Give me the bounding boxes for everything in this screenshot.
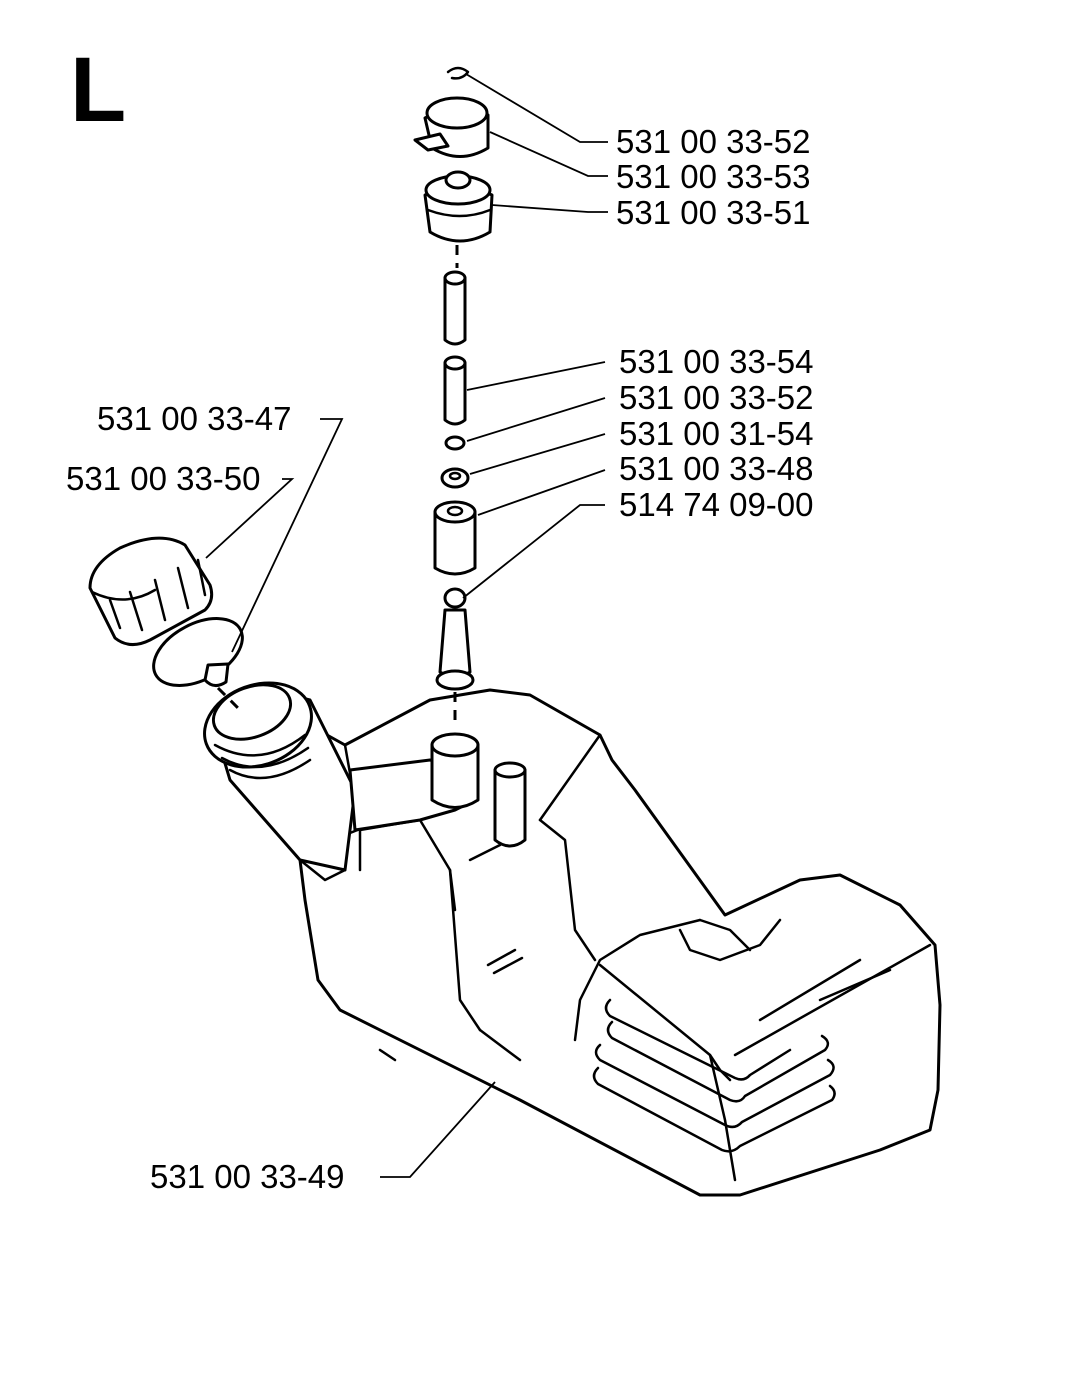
cap-gasket (152, 617, 244, 687)
label-514-74-09-00: 514 74 09-00 (619, 486, 814, 523)
label-531-00-31-54: 531 00 31-54 (619, 415, 814, 452)
leader-lines (205, 73, 608, 1178)
label-531-00-33-51: 531 00 33-51 (616, 194, 811, 231)
cap-assembly-line (216, 686, 240, 710)
vent-stack (413, 66, 494, 728)
label-531-00-33-54: 531 00 33-54 (619, 343, 814, 380)
label-531-00-33-50: 531 00 33-50 (66, 460, 261, 497)
label-531-00-33-52-mid: 531 00 33-52 (619, 379, 814, 416)
label-531-00-33-48: 531 00 33-48 (619, 450, 814, 487)
label-531-00-33-49: 531 00 33-49 (150, 1158, 345, 1195)
label-531-00-33-52-top: 531 00 33-52 (616, 123, 811, 160)
fuel-cap (88, 536, 214, 646)
label-531-00-33-53: 531 00 33-53 (616, 158, 811, 195)
label-531-00-33-47: 531 00 33-47 (97, 400, 292, 437)
section-letter: L (70, 39, 127, 141)
fuel-tank (203, 681, 942, 1197)
